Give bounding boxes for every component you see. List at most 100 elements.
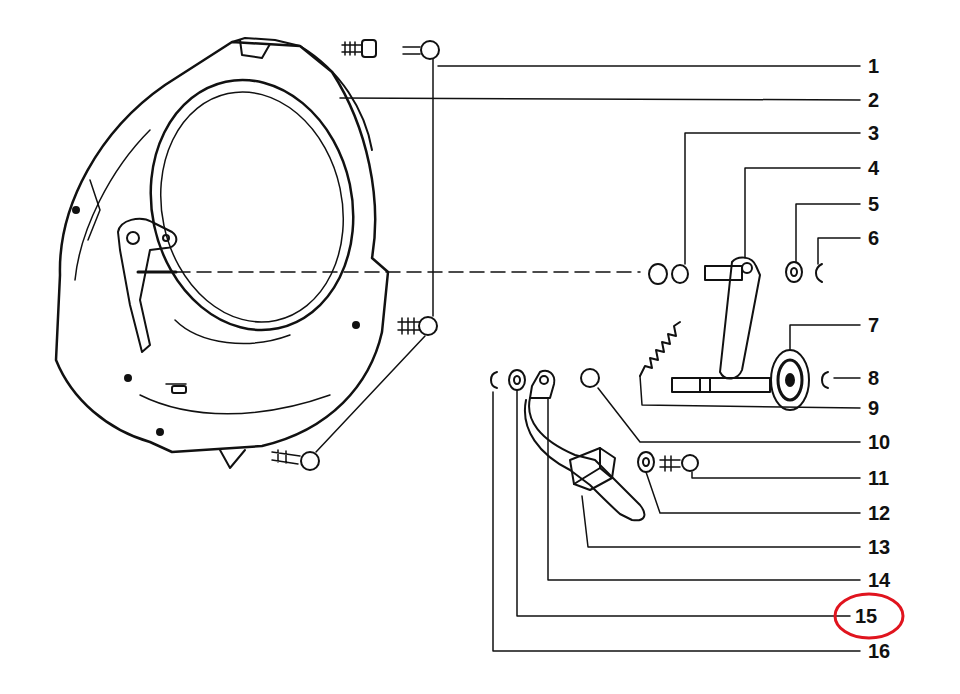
callout-number: 8 bbox=[868, 368, 879, 388]
screw bbox=[419, 317, 437, 335]
callout-number: 16 bbox=[868, 641, 890, 661]
screw bbox=[301, 452, 319, 470]
callout-number: 11 bbox=[868, 468, 889, 488]
fan-housing bbox=[125, 375, 131, 381]
circlip bbox=[834, 377, 860, 379]
washer bbox=[638, 452, 654, 472]
fan-housing bbox=[140, 395, 330, 414]
nut bbox=[581, 369, 860, 442]
screw bbox=[403, 47, 420, 54]
housing-lever bbox=[118, 219, 176, 352]
pawl bbox=[548, 398, 860, 580]
spring bbox=[640, 322, 680, 376]
pawl bbox=[525, 398, 644, 520]
circlip bbox=[493, 392, 860, 651]
callout-number: 6 bbox=[868, 228, 879, 248]
leader-line bbox=[316, 336, 425, 452]
spring bbox=[640, 376, 860, 408]
screw bbox=[692, 472, 860, 478]
pawl bbox=[574, 448, 612, 484]
lever-arm bbox=[720, 257, 760, 378]
callout-number: 10 bbox=[868, 432, 890, 452]
housing-lever bbox=[118, 219, 176, 352]
leader-line bbox=[438, 65, 860, 67]
nut bbox=[598, 388, 860, 442]
fan-housing bbox=[75, 130, 150, 280]
circlip bbox=[818, 238, 860, 264]
callout-number: 5 bbox=[868, 194, 879, 214]
callout-number: 4 bbox=[868, 158, 879, 178]
fan-housing bbox=[220, 450, 245, 468]
washer bbox=[517, 390, 850, 616]
washer bbox=[796, 204, 860, 262]
screw bbox=[660, 455, 860, 478]
circlip bbox=[816, 264, 822, 282]
leader-line bbox=[340, 98, 860, 100]
circlip bbox=[822, 372, 828, 388]
callout-number: 3 bbox=[868, 123, 879, 143]
circlip bbox=[491, 372, 860, 651]
callout-number: 2 bbox=[868, 90, 879, 110]
pawl bbox=[530, 371, 554, 398]
nut bbox=[649, 133, 860, 284]
fan-housing bbox=[353, 322, 359, 328]
leader-line bbox=[316, 59, 860, 452]
fan-housing bbox=[172, 386, 186, 393]
washer bbox=[786, 262, 802, 282]
washer bbox=[786, 204, 860, 282]
callout-number: 12 bbox=[868, 503, 890, 523]
screw bbox=[660, 456, 680, 471]
pawl bbox=[582, 496, 860, 547]
highlight-circle bbox=[835, 594, 903, 638]
lever-arm bbox=[705, 168, 860, 379]
washer bbox=[514, 376, 520, 384]
nut bbox=[672, 265, 688, 283]
circlip bbox=[491, 372, 497, 388]
fan-housing bbox=[56, 42, 388, 452]
callout-number: 9 bbox=[868, 398, 879, 418]
pulley bbox=[790, 325, 860, 350]
callout-number: 13 bbox=[868, 537, 890, 557]
pulley bbox=[771, 325, 860, 410]
screw bbox=[166, 383, 186, 385]
lever-arm bbox=[745, 168, 860, 258]
pulley bbox=[786, 374, 794, 386]
washer bbox=[791, 268, 797, 276]
circlip bbox=[816, 238, 860, 282]
screw bbox=[272, 450, 300, 464]
fan-housing bbox=[128, 61, 376, 349]
screw bbox=[682, 455, 698, 471]
spring bbox=[640, 322, 860, 408]
pawl bbox=[540, 376, 548, 384]
lever-arm bbox=[742, 263, 752, 273]
nut bbox=[649, 264, 667, 284]
lever-arm bbox=[705, 266, 742, 280]
fan-housing bbox=[232, 38, 300, 46]
screw bbox=[362, 40, 376, 57]
nut bbox=[581, 369, 599, 387]
washer bbox=[509, 370, 850, 616]
assembly-axis bbox=[176, 271, 640, 273]
washer bbox=[646, 472, 860, 513]
pulley bbox=[771, 350, 809, 410]
pulley bbox=[778, 360, 802, 400]
screw bbox=[398, 318, 420, 334]
pawl bbox=[525, 371, 860, 580]
housing-lever bbox=[127, 232, 139, 244]
pawl bbox=[570, 448, 615, 490]
fan-housing bbox=[88, 180, 100, 240]
shaft bbox=[672, 378, 770, 392]
fan-housing bbox=[73, 207, 79, 213]
fan-housing bbox=[56, 38, 388, 468]
callout-number: 1 bbox=[868, 56, 879, 76]
callout-number: 14 bbox=[868, 570, 890, 590]
shaft bbox=[672, 378, 770, 392]
screw bbox=[166, 40, 439, 470]
callout-number: 15 bbox=[855, 606, 877, 626]
fan-housing bbox=[157, 429, 163, 435]
circlip bbox=[822, 372, 860, 388]
screw bbox=[342, 42, 362, 55]
washer bbox=[509, 370, 525, 390]
